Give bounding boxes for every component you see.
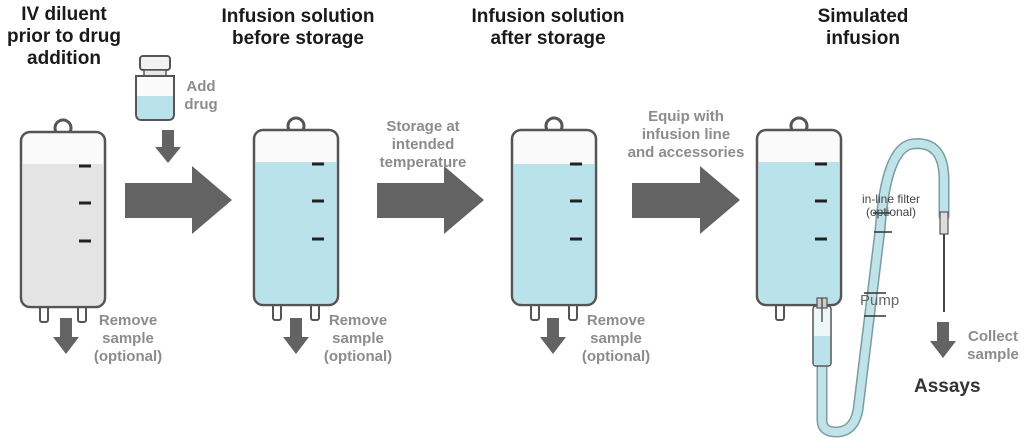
title-line: after storage: [490, 28, 606, 49]
remove-sample-label-3: Remove sample (optional): [572, 312, 660, 366]
label-line: Remove: [586, 312, 646, 329]
stage-title-after-storage: Infusion solution after storage: [458, 6, 638, 50]
label-line: Equip with: [648, 108, 724, 125]
iv-bag-before-storage: [252, 116, 340, 322]
label-line: (optional): [865, 205, 917, 219]
down-arrow-icon: [540, 318, 566, 354]
label-line: sample: [967, 346, 1019, 363]
label-line: sample: [332, 330, 384, 347]
down-arrow-icon: [930, 322, 956, 358]
equip-label: Equip with infusion line and accessories: [620, 108, 752, 162]
assays-label: Assays: [914, 376, 981, 397]
title-line: Infusion solution: [221, 6, 375, 27]
right-arrow-icon: [632, 166, 740, 234]
drug-vial-icon: [135, 55, 175, 121]
label-line: in-line filter: [861, 192, 921, 206]
title-line: Infusion solution: [471, 6, 625, 27]
right-arrow-icon: [377, 166, 484, 234]
title-line: prior to drug: [7, 26, 121, 47]
label-line: Collect: [967, 328, 1018, 345]
label-line: infusion line: [641, 126, 731, 143]
label-line: (optional): [93, 348, 163, 365]
iv-bag-diluent: [19, 118, 107, 324]
storage-label: Storage at intended temperature: [368, 118, 478, 172]
iv-bag-after-storage: [510, 116, 598, 322]
title-line: before storage: [232, 28, 364, 49]
down-arrow-icon: [155, 130, 181, 163]
label-line: sample: [102, 330, 154, 347]
down-arrow-icon: [53, 318, 79, 354]
title-line: addition: [27, 48, 101, 69]
label-line: and accessories: [627, 144, 745, 161]
label-line: (optional): [323, 348, 393, 365]
label-line: Remove: [98, 312, 158, 329]
iv-bag-infusion: [755, 116, 843, 322]
remove-sample-label-2: Remove sample (optional): [314, 312, 402, 366]
add-drug-label: Add drug: [176, 78, 226, 114]
inline-filter-label: in-line filter (optional): [852, 193, 930, 219]
down-arrow-icon: [283, 318, 309, 354]
title-line: Simulated: [817, 6, 909, 27]
stage-title-before-storage: Infusion solution before storage: [208, 6, 388, 50]
collect-sample-label: Collect sample: [962, 328, 1024, 364]
label-line: intended: [391, 136, 455, 153]
stage-title-simulated-infusion: Simulated infusion: [798, 6, 928, 50]
title-line: infusion: [826, 28, 900, 49]
pump-label: Pump: [860, 292, 900, 309]
label-line: drug: [184, 96, 218, 113]
label-line: Storage at: [386, 118, 460, 135]
label-line: sample: [590, 330, 642, 347]
label-line: Add: [186, 78, 216, 95]
right-arrow-icon: [125, 166, 232, 234]
stage-title-diluent: IV diluent prior to drug addition: [0, 4, 128, 70]
remove-sample-label-1: Remove sample (optional): [84, 312, 172, 366]
title-line: IV diluent: [21, 4, 107, 25]
label-line: Remove: [328, 312, 388, 329]
label-line: (optional): [581, 348, 651, 365]
label-line: temperature: [379, 154, 467, 171]
infusion-tubing: [812, 138, 950, 438]
